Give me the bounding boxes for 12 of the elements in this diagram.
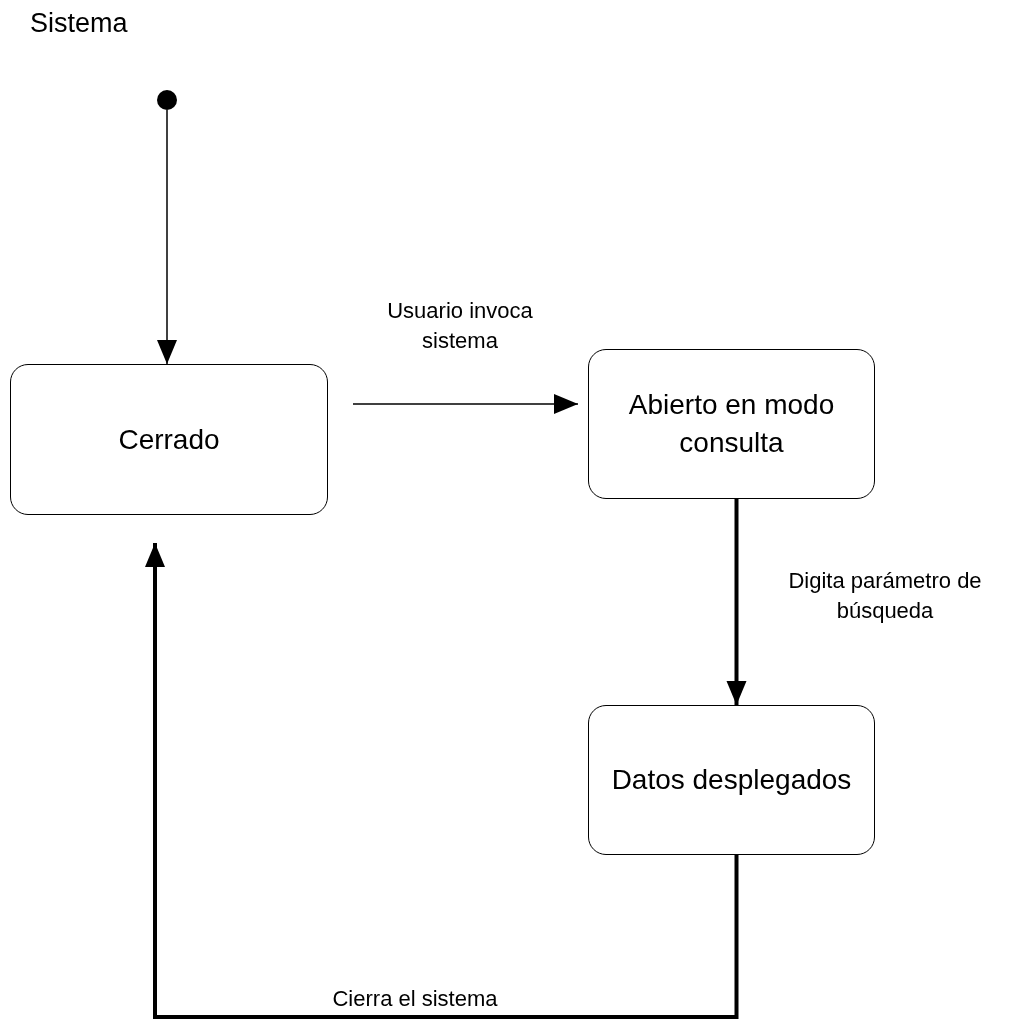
transition-arrow bbox=[157, 109, 177, 365]
transition-arrow bbox=[352, 394, 579, 414]
state-box bbox=[588, 705, 875, 855]
transition-arrow bbox=[726, 499, 747, 705]
diagram-title: Sistema bbox=[30, 8, 128, 39]
state-name: Cerrado bbox=[118, 422, 220, 457]
state-box bbox=[10, 364, 328, 515]
state-name: Datos desplegados bbox=[611, 763, 852, 798]
initial-state-dot bbox=[157, 90, 177, 110]
state-name: Abierto en modo consulta bbox=[627, 388, 836, 460]
transition-arrow bbox=[145, 543, 739, 1019]
state-box bbox=[588, 349, 875, 499]
